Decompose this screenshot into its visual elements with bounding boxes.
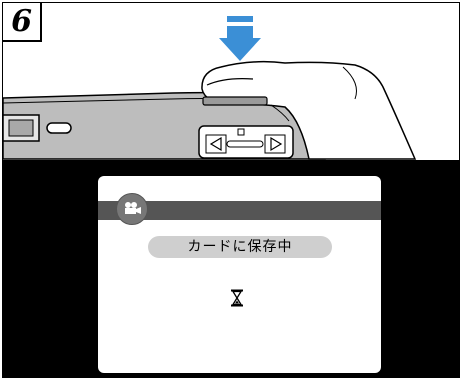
- fingernail: [206, 78, 254, 86]
- zoom-left-key: [205, 134, 227, 154]
- shutter-press-drawing: [3, 16, 417, 160]
- indicator-lamp: [46, 122, 72, 134]
- status-message: カードに保存中: [148, 236, 332, 258]
- movie-camera-icon: [116, 193, 148, 225]
- step-number: 6: [3, 3, 42, 42]
- zoom-mark: [237, 128, 245, 136]
- camera-illustration: 6: [3, 3, 459, 161]
- lcd-screen: カードに保存中: [98, 176, 381, 373]
- zoom-lever: [226, 140, 264, 148]
- zoom-right-key: [264, 134, 286, 154]
- lcd-area: カードに保存中: [3, 160, 459, 377]
- instruction-panel: 6 カードに保存中: [2, 2, 460, 378]
- hourglass-icon: [231, 289, 243, 307]
- press-arrow-icon: [219, 16, 261, 61]
- screen-mode-bar: [98, 201, 381, 220]
- shutter-button: [202, 96, 268, 106]
- viewfinder-glass: [8, 119, 34, 137]
